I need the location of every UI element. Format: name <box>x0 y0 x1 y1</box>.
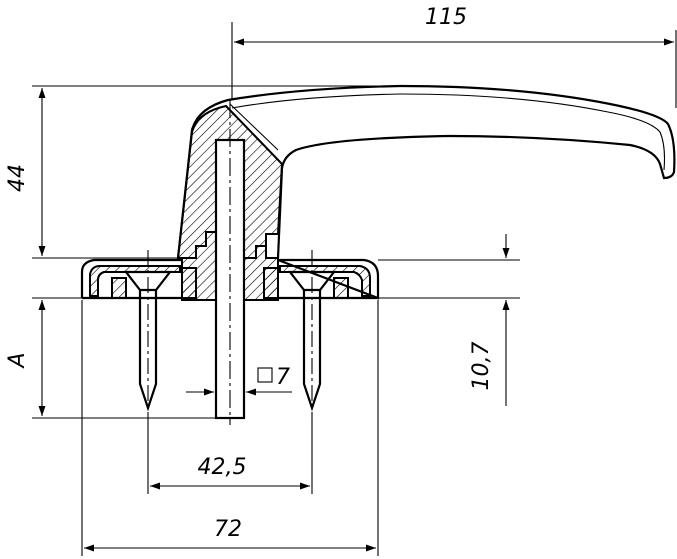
screw-right <box>287 250 337 418</box>
dimension-label-A: A <box>5 352 30 369</box>
dimension-A: A <box>5 297 216 419</box>
dimension-label-115: 115 <box>425 5 467 30</box>
dimension-label-44: 44 <box>5 164 30 192</box>
dimension-44: 44 <box>5 85 400 259</box>
lever-handle <box>176 84 676 259</box>
square-symbol-icon <box>257 367 273 383</box>
dimension-label-42-5: 42,5 <box>198 455 247 480</box>
dimension-10-7: 10,7 <box>378 234 520 406</box>
screw-left <box>123 250 173 418</box>
dimension-square-7: 7 <box>186 365 292 396</box>
dimension-72: 72 <box>81 300 379 556</box>
dimension-label-10-7: 10,7 <box>469 342 494 391</box>
dimension-label-72: 72 <box>214 517 242 542</box>
dimension-115: 115 <box>231 5 677 108</box>
dimension-label-7: 7 <box>276 365 290 390</box>
dimension-42-5: 42,5 <box>147 418 313 494</box>
square-spindle <box>214 100 246 425</box>
